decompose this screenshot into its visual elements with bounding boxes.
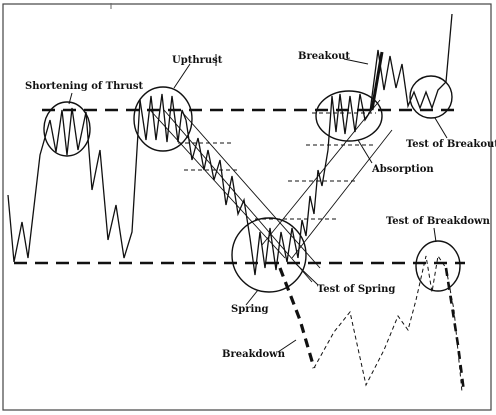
channel-down-mid	[163, 109, 313, 283]
circle-spring	[231, 217, 307, 293]
label-breakout: Breakout	[298, 51, 350, 62]
channel-up-upper	[261, 99, 381, 246]
channel-up-lower	[291, 129, 393, 259]
label-breakdown: Breakdown	[222, 349, 286, 360]
leader-test-of-spring	[293, 261, 319, 286]
price-path-decline	[185, 119, 251, 239]
price-path-left	[7, 99, 141, 263]
circle-absorption	[315, 90, 383, 142]
price-path-spring	[249, 227, 299, 276]
leader-upthrust	[173, 63, 191, 89]
circle-test-of-breakdown	[415, 240, 461, 292]
price-path-rise	[297, 149, 329, 259]
label-upthrust: Upthrust	[172, 55, 223, 66]
circle-upthrust	[133, 86, 193, 152]
price-path-absorption	[327, 93, 371, 151]
circle-test-of-breakout	[409, 75, 453, 119]
breakdown-thick-dash	[278, 267, 316, 369]
label-test-of-spring: Test of Spring	[317, 284, 395, 295]
channel-down-upper	[149, 109, 286, 259]
label-spring: Spring	[231, 304, 269, 315]
leader-shortening	[68, 92, 73, 105]
leader-breakdown	[277, 339, 297, 353]
price-path-breakout	[369, 13, 453, 113]
price-path-upthrust	[139, 93, 187, 143]
circle-shortening-of-thrust	[43, 101, 91, 157]
channel-down-lower	[181, 111, 321, 269]
breakdown-right-thick	[444, 267, 466, 393]
label-test-of-breakdown: Test of Breakdown	[386, 216, 491, 227]
leader-spring	[245, 289, 259, 306]
leader-absorption	[357, 139, 373, 164]
breakout-bold-segment	[370, 51, 384, 111]
leader-test-of-breakdown	[433, 227, 437, 243]
breakdown-thin-dash	[313, 254, 463, 393]
label-absorption: Absorption	[371, 164, 434, 175]
leader-test-of-breakout	[434, 117, 448, 139]
label-test-of-breakout: Test of Breakout	[406, 139, 496, 150]
label-shortening-of-thrust: Shortening of Thrust	[25, 81, 144, 92]
leader-breakout	[343, 58, 369, 65]
diagram-frame	[2, 3, 492, 411]
